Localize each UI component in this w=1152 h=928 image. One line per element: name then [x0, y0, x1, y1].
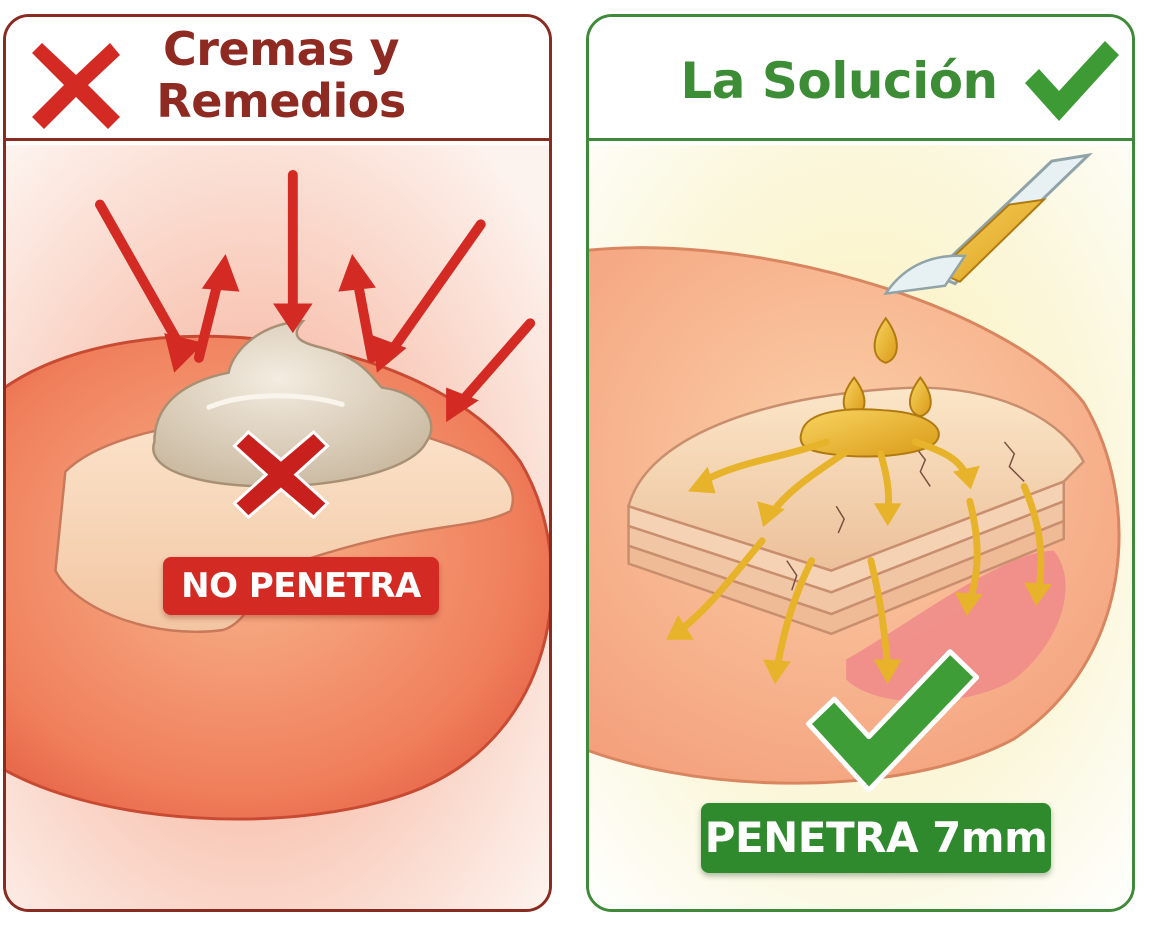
solution-panel: La Solución [586, 14, 1135, 912]
creams-title-line1: Cremas y [163, 22, 400, 76]
penetration-badge: PENETRA 7mm [701, 803, 1051, 873]
creams-title: Cremas y Remedios [116, 23, 446, 127]
solution-header: La Solución [589, 17, 1132, 141]
cross-icon [32, 43, 120, 129]
toe-illustration-creams [6, 145, 549, 909]
toe-illustration-solution [589, 145, 1132, 909]
creams-panel: Cremas y Remedios [3, 14, 552, 912]
check-icon [1025, 41, 1119, 121]
solution-title: La Solución [680, 52, 998, 110]
creams-header: Cremas y Remedios [6, 17, 549, 141]
no-penetration-badge: NO PENETRA [163, 557, 439, 615]
creams-title-line2: Remedios [156, 74, 406, 128]
